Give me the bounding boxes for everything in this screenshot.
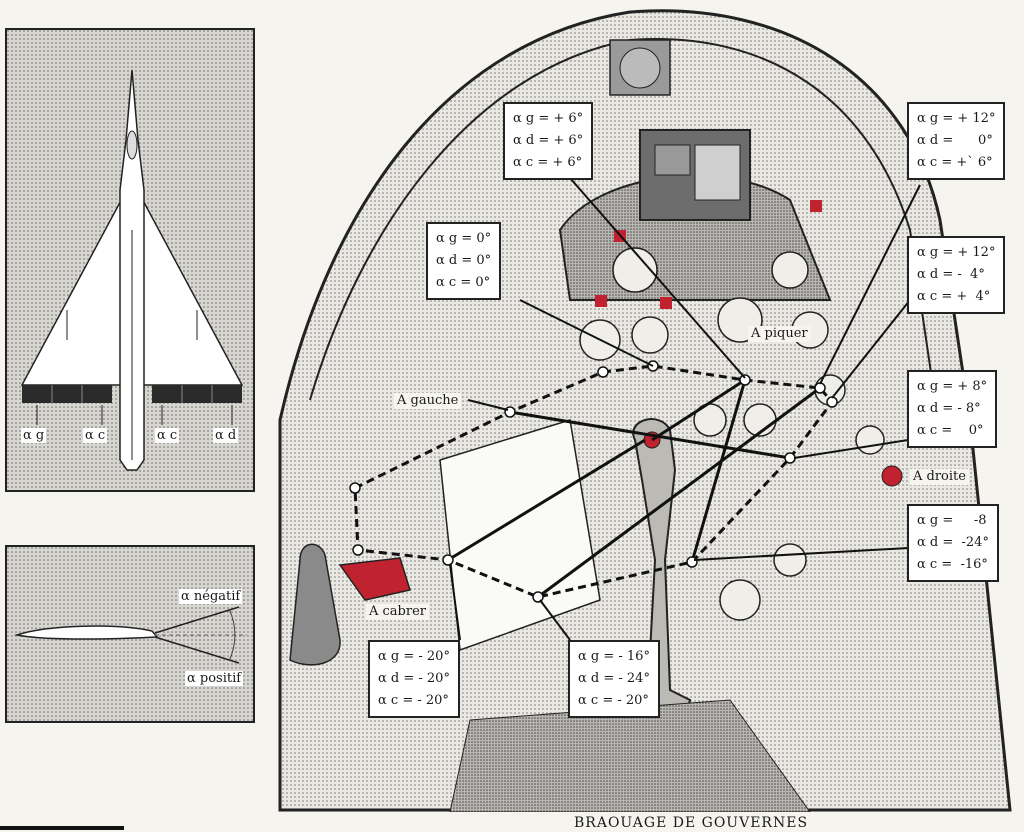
label-a-piquer: A piquer: [748, 326, 811, 342]
label-a-droite: A droite: [910, 469, 969, 485]
elevon-right: [152, 385, 242, 403]
box-piquer-center: α g = + 6°α d = + 6°α c = + 6°: [503, 102, 594, 180]
elevon-profile-drawing: [7, 547, 253, 721]
box-cabrer-center: α g = - 16°α d = - 24°α c = - 20°: [568, 640, 660, 718]
leader-lines: [449, 177, 921, 641]
label-alpha-positif: α positif: [185, 671, 244, 686]
box-cabrer-gauche: α g = - 20°α d = - 20°α c = - 20°: [368, 640, 460, 718]
cockpit-drawing: [278, 9, 1012, 812]
label-alpha-d: α d: [213, 428, 239, 443]
box-piquer-right: α g = + 12°α d = 0°α c = +` 6°: [907, 102, 1006, 180]
throttle-grip-red: [338, 557, 411, 601]
label-alpha-c-right: α c: [155, 428, 180, 443]
box-droite: α g = + 8°α d = - 8°α c = 0°: [907, 370, 998, 448]
elevon-profile-panel: α négatif α positif: [5, 545, 255, 723]
label-a-gauche: A gauche: [394, 393, 462, 409]
cockpit-illustration: α g = + 6°α d = + 6°α c = + 6° α g = + 1…: [270, 0, 1024, 812]
wing-profile: [14, 625, 159, 640]
aircraft-top-view-drawing: [7, 30, 253, 490]
elevon-up-line: [154, 606, 240, 634]
stick-axes: [447, 378, 821, 599]
throttle-lever: [289, 543, 341, 666]
right-pedal-red: [881, 465, 903, 487]
label-alpha-c-left: α c: [83, 428, 108, 443]
label-a-cabrer: A cabrer: [366, 604, 429, 620]
elevon-down-line: [154, 636, 240, 664]
elevon-left: [22, 385, 112, 403]
bottom-rule: [0, 826, 124, 830]
figure-caption: BRAOUAGE DE GOUVERNES: [574, 815, 809, 831]
box-neutral: α g = 0°α d = 0°α c = 0°: [426, 222, 502, 300]
polygon-nodes: [349, 360, 838, 603]
label-alpha-g: α g: [21, 428, 47, 443]
aircraft-top-view-panel: α g α c α c α d: [5, 28, 255, 492]
label-alpha-negatif: α négatif: [179, 589, 243, 604]
box-piquer-droite: α g = + 12°α d = - 4°α c = + 4°: [907, 236, 1006, 314]
